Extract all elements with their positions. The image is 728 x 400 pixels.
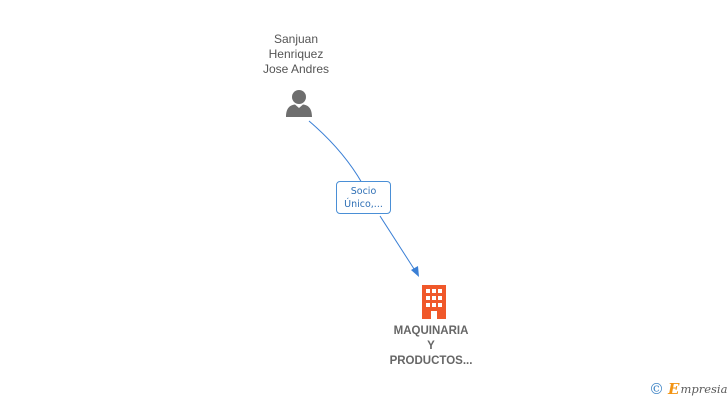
building-icon[interactable] [419, 285, 449, 319]
copyright-icon: © [649, 379, 664, 398]
relation-label-line-1: Socio [350, 186, 377, 197]
brand-logo-text: mpresia [680, 382, 728, 396]
company-name[interactable]: MAQUINARIA Y PRODUCTOS... [361, 324, 501, 369]
relation-label-line-2: Único,... [344, 199, 383, 210]
company-name-line-2[interactable]: Y [427, 340, 435, 352]
person-icon[interactable] [284, 88, 314, 118]
company-name-line-1[interactable]: MAQUINARIA [393, 325, 469, 337]
footer-brand: © E mpresia [649, 380, 727, 398]
person-name-line-3[interactable]: Jose Andres [262, 62, 330, 76]
edge-line [308, 120, 417, 273]
person-name-line-2[interactable]: Henriquez [268, 47, 324, 61]
person-name-line-1[interactable]: Sanjuan [273, 32, 319, 46]
person-name[interactable]: Sanjuan Henriquez Jose Andres [236, 32, 356, 77]
relation-label[interactable]: Socio Único,... [336, 181, 391, 214]
edge-arrowhead [411, 266, 419, 277]
company-name-line-3[interactable]: PRODUCTOS... [389, 355, 473, 367]
brand-logo-mark: E [668, 380, 680, 398]
